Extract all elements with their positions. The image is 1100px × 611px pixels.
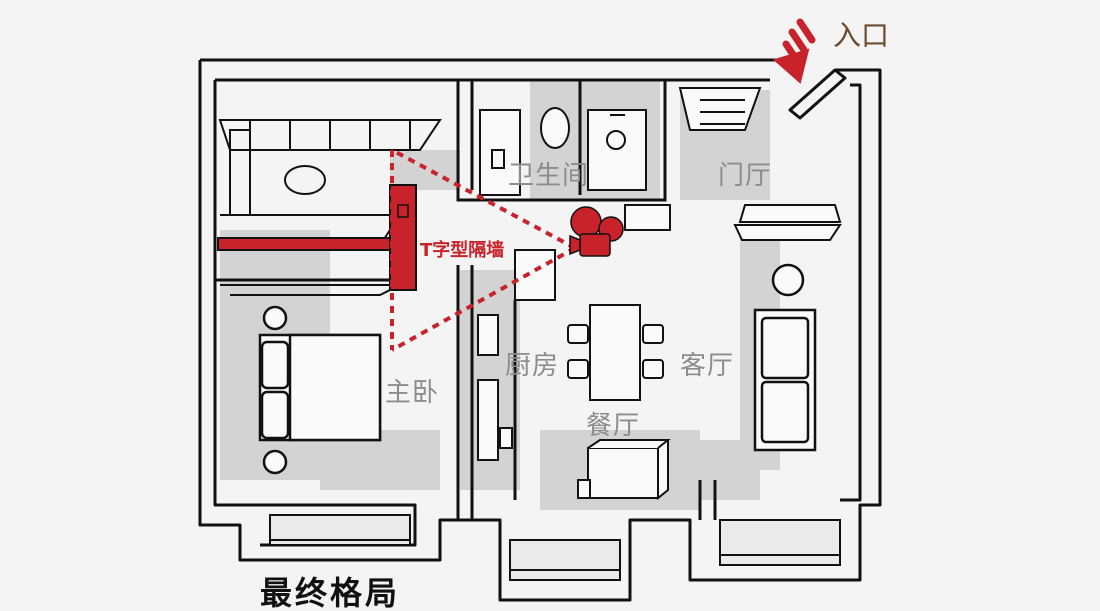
video-camera-icon xyxy=(569,206,624,257)
bed xyxy=(258,305,382,475)
room-label-foyer: 门厅 xyxy=(718,161,773,191)
room-label-living-room: 客厅 xyxy=(680,351,735,381)
sight-lines xyxy=(390,148,576,352)
foyer-cabinets xyxy=(678,87,842,241)
room-label-kitchen: 厨房 xyxy=(505,351,560,381)
diagram-title: 最终格局 xyxy=(260,574,401,611)
partition-label: T字型隔墙 xyxy=(420,240,505,261)
arrow-icon xyxy=(772,18,816,84)
room-label-dining-room: 餐厅 xyxy=(586,411,641,441)
kitchen-counters xyxy=(477,204,671,461)
sofa xyxy=(753,263,817,452)
entrance-label: 入口 xyxy=(833,19,890,52)
room-label-bathroom: 卫生间 xyxy=(508,161,590,191)
bathroom-fixtures xyxy=(479,107,647,196)
dining-set xyxy=(567,304,671,501)
balconies xyxy=(269,514,841,581)
t-partition-wall xyxy=(217,184,417,291)
room-label-master-bedroom: 主卧 xyxy=(385,378,440,408)
